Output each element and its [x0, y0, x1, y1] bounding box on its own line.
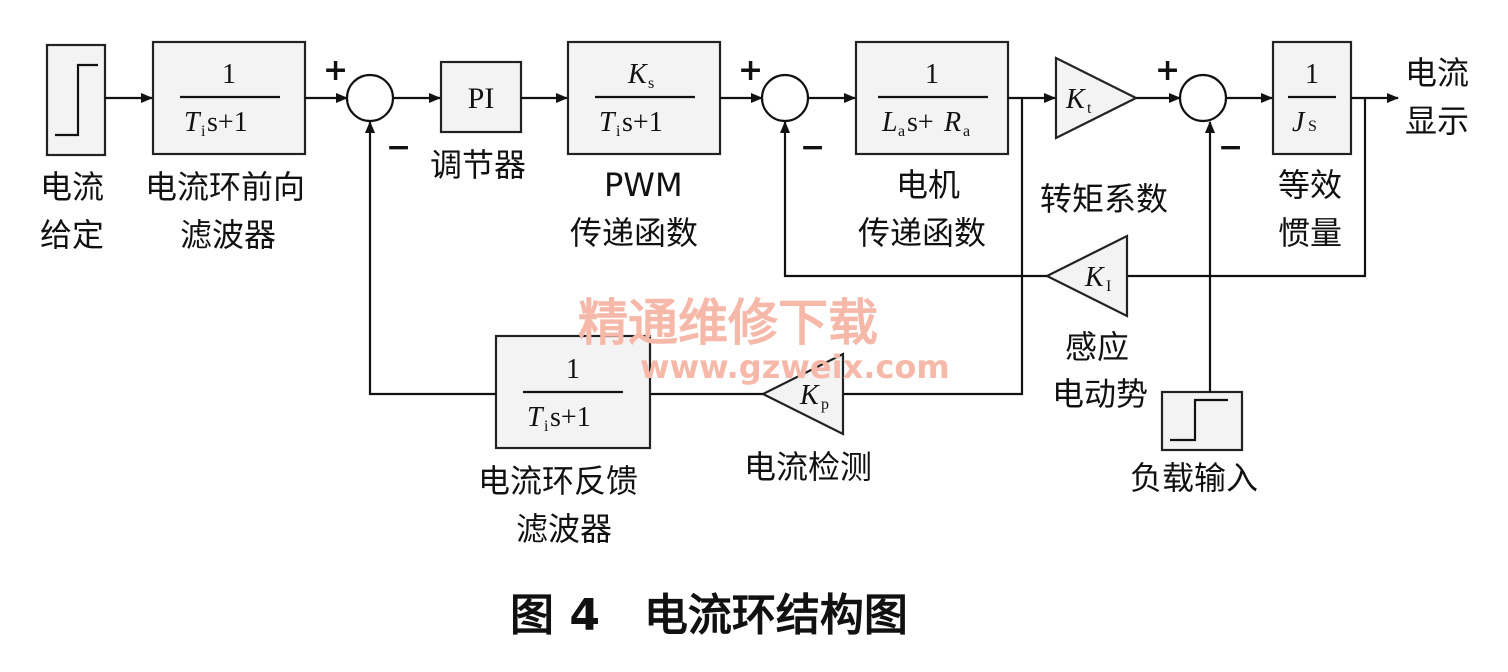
kp-label: 电流检测 [744, 448, 872, 486]
forward-filter-den-sub: i [201, 123, 206, 140]
feedback-filter-label-1: 电流环反馈 [478, 462, 638, 500]
forward-filter-numerator: 1 [222, 59, 236, 90]
inertia-label-1: 等效 [1278, 166, 1342, 204]
sum3-plus-sign: + [1155, 53, 1180, 88]
motor-den-R: R [943, 107, 961, 138]
motor-den-mid: s+ [907, 107, 934, 138]
feedback-filter-label-2: 滤波器 [516, 510, 612, 548]
current-reference-step-block [45, 43, 107, 157]
pwm-den-T: T [599, 107, 617, 138]
wire-motor-to-kp [843, 98, 1024, 396]
forward-filter-block: 1 T i s+1 [151, 40, 307, 156]
feedback-filter-block: 1 T i s+1 [494, 334, 652, 450]
kt-sub: t [1087, 100, 1092, 117]
motor-den-R-sub: a [963, 123, 970, 140]
inertia-den-s: S [1308, 118, 1317, 135]
output-label-2: 显示 [1405, 102, 1469, 140]
sum3-minus-sign: − [1218, 130, 1243, 165]
current-detection-block: K p [760, 352, 845, 436]
kp-K: K [799, 380, 820, 411]
pwm-den-rest: s+1 [622, 107, 663, 138]
forward-filter-den-rest: s+1 [207, 107, 248, 138]
summing-junction-1 [345, 73, 395, 123]
inertia-label-2: 惯量 [1278, 214, 1342, 252]
watermark-text: 精通维修下载 [578, 294, 878, 352]
sum2-minus-sign: − [800, 130, 825, 165]
motor-label-2: 传递函数 [858, 214, 986, 252]
inertia-den-J: J [1292, 107, 1306, 138]
watermark-url: www.gzweix.com [640, 348, 950, 386]
feedback-filter-numerator: 1 [566, 354, 580, 385]
pwm-label-1: PWM [604, 166, 683, 204]
sum2-plus-sign: + [738, 53, 763, 88]
pi-controller-block: PI [439, 60, 523, 134]
sum1-plus-sign: + [323, 53, 348, 88]
figure-caption: 图 4 电流环结构图 [510, 590, 908, 641]
kt-label: 转矩系数 [1040, 180, 1168, 218]
output-label-1: 电流 [1405, 54, 1469, 92]
current-reference-label-2: 给定 [40, 216, 104, 254]
wire-ki-to-sum2 [780, 121, 1047, 278]
forward-filter-label-2: 滤波器 [180, 216, 276, 254]
pwm-numerator-K: K [627, 59, 648, 90]
pi-text: PI [468, 82, 495, 115]
pi-label: 调节器 [430, 146, 526, 184]
wire-fbfilter-to-sum1 [365, 121, 496, 396]
back-emf-block: K I [1044, 234, 1129, 318]
ki-label-2: 电动势 [1052, 375, 1148, 413]
motor-label-1: 电机 [896, 166, 960, 204]
inertia-block: 1 J S [1271, 40, 1353, 156]
feedback-filter-den-T: T [527, 402, 545, 433]
sum1-minus-sign: − [386, 130, 411, 165]
wire-output-to-ki [1127, 98, 1367, 278]
inertia-numerator: 1 [1305, 59, 1319, 90]
motor-numerator: 1 [925, 59, 939, 90]
forward-filter-label-1: 电流环前向 [145, 168, 305, 206]
forward-filter-den-T: T [184, 107, 202, 138]
pwm-den-sub: i [616, 123, 621, 140]
summing-junction-3 [1178, 73, 1228, 123]
kt-K: K [1065, 84, 1086, 115]
feedback-filter-den-rest: s+1 [550, 402, 591, 433]
current-reference-label-1: 电流 [40, 168, 104, 206]
summing-junction-2 [760, 73, 810, 123]
torque-constant-block: K t [1054, 56, 1139, 140]
pwm-numerator-sub: s [648, 75, 654, 92]
load-label: 负载输入 [1130, 459, 1258, 497]
motor-den-L: L [881, 107, 898, 138]
load-step-block [1160, 390, 1244, 452]
ki-K: K [1084, 262, 1105, 293]
pwm-block: K s T i s+1 [566, 40, 722, 156]
motor-den-L-sub: a [898, 123, 905, 140]
motor-block: 1 L a s+ R a [854, 40, 1010, 156]
feedback-filter-den-sub: i [544, 418, 549, 435]
kp-sub: p [821, 396, 829, 413]
ki-sub: I [1106, 278, 1111, 295]
pwm-label-2: 传递函数 [570, 214, 698, 252]
ki-label-1: 感应 [1065, 328, 1129, 366]
